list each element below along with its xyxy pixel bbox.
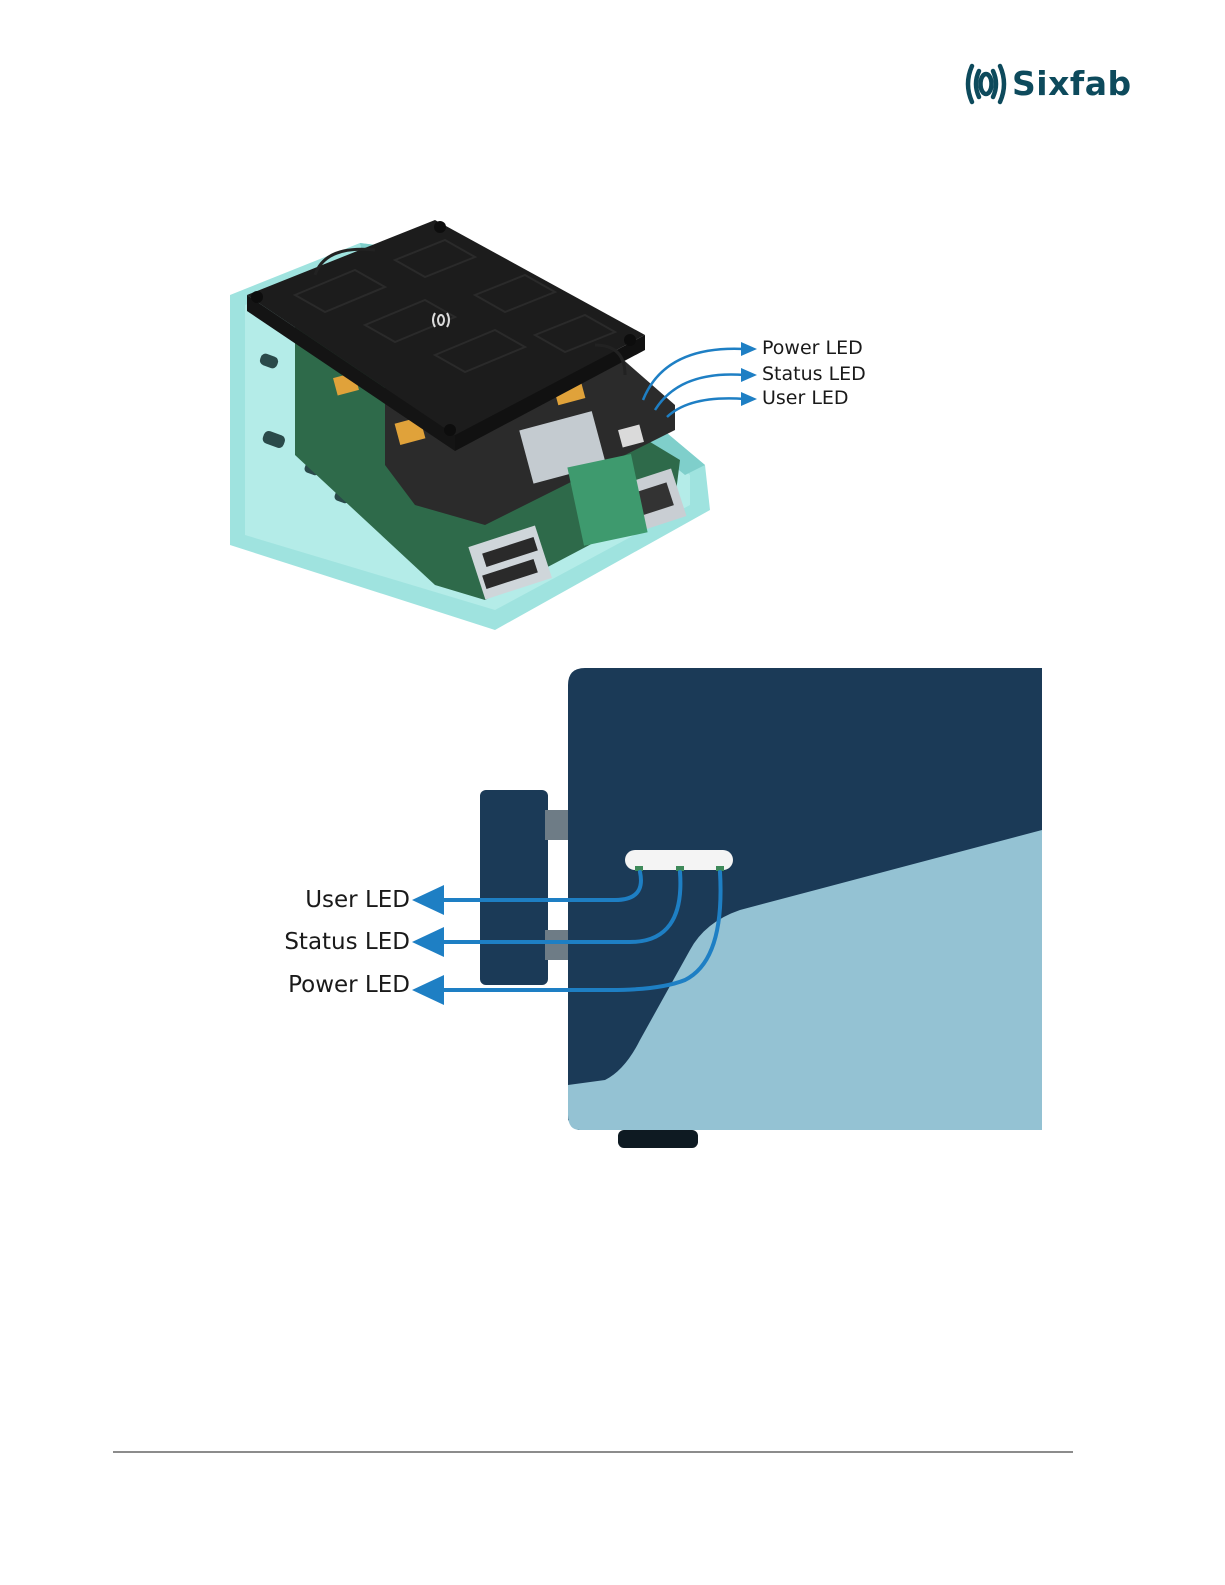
device-side-view-figure: User LED Status LED Power LED (230, 660, 1050, 1165)
bottom-user-led-label: User LED (230, 886, 410, 914)
bottom-power-led-label: Power LED (230, 971, 410, 999)
top-user-led-label: User LED (762, 386, 849, 410)
device-top-view-figure: Power LED Status LED User LED (185, 205, 905, 645)
brand-name: Sixfab (1012, 62, 1132, 106)
sixfab-logo-icon (962, 60, 1010, 108)
bottom-status-led-label: Status LED (230, 928, 410, 956)
sixfab-logo: Sixfab (962, 60, 1142, 110)
device-top-illustration (185, 205, 905, 645)
footer-divider (113, 1451, 1073, 1453)
top-status-led-label: Status LED (762, 362, 866, 386)
top-power-led-label: Power LED (762, 336, 863, 360)
